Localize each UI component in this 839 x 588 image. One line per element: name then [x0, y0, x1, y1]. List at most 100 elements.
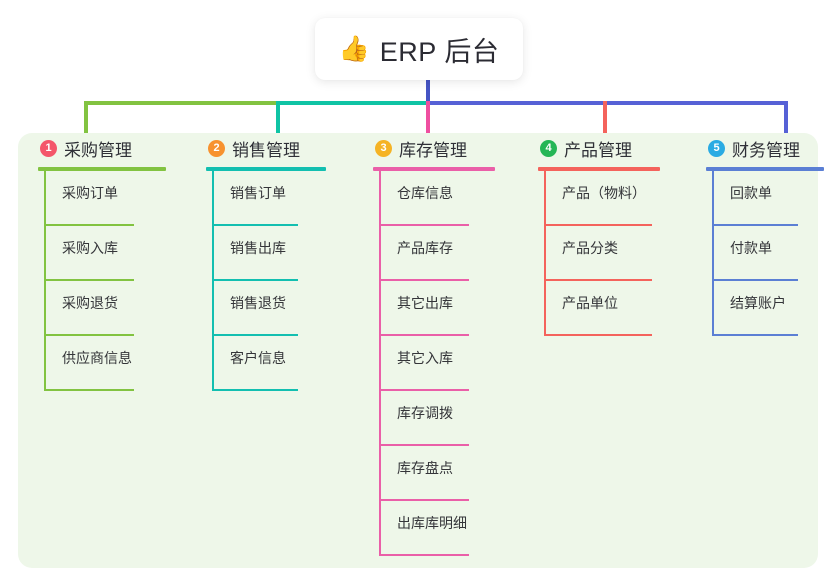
branch-column-2: 2 销售管理销售订单销售出库销售退货客户信息 — [206, 133, 356, 391]
branch-title: 采购管理 — [64, 140, 132, 160]
branch-item[interactable]: 供应商信息 — [38, 336, 188, 391]
branch-items: 采购订单采购入库采购退货供应商信息 — [38, 171, 188, 391]
branch-item-label: 采购订单 — [62, 185, 118, 201]
connector-drop-3 — [426, 101, 430, 133]
branch-item-rule — [544, 334, 652, 336]
branch-number-badge: 5 — [708, 139, 725, 157]
branch-trunk-line — [712, 171, 714, 336]
branch-column-4: 4 产品管理产品（物料） 产品分类产品单位 — [538, 133, 698, 336]
branch-item-label: 产品（物料） — [562, 185, 646, 201]
branch-item-label: 库存调拨 — [397, 405, 453, 421]
connector-drop-4 — [603, 101, 607, 133]
branch-item-rule — [379, 224, 469, 226]
branch-column-1: 1 采购管理采购订单采购入库采购退货供应商信息 — [38, 133, 188, 391]
branch-number-badge: 3 — [375, 139, 392, 157]
branch-item[interactable]: 采购入库 — [38, 226, 188, 281]
branch-title: 库存管理 — [399, 140, 467, 160]
branch-item-rule — [212, 279, 298, 281]
branch-item-rule — [212, 389, 298, 391]
connector-drop-1 — [84, 101, 88, 133]
branch-item-rule — [379, 279, 469, 281]
branch-number-badge: 1 — [40, 139, 57, 157]
branch-item-rule — [212, 224, 298, 226]
branch-item[interactable]: 产品库存 — [373, 226, 538, 281]
connector-drop-5 — [784, 101, 788, 133]
branch-title: 产品管理 — [564, 140, 632, 160]
branch-item-rule — [379, 499, 469, 501]
branch-trunk-line — [379, 171, 381, 556]
branch-number-badge: 2 — [208, 139, 225, 157]
connector-bar-green — [84, 101, 278, 105]
branch-item[interactable]: 付款单 — [706, 226, 839, 281]
branch-header-rule — [373, 167, 495, 171]
branch-item[interactable]: 出库库明细 — [373, 501, 538, 556]
branch-item[interactable]: 客户信息 — [206, 336, 356, 391]
connector-bar-blue — [426, 101, 788, 105]
branch-item-rule — [212, 334, 298, 336]
branch-items: 回款单付款单结算账户 — [706, 171, 839, 336]
branch-item-label: 采购入库 — [62, 240, 118, 256]
branch-item[interactable]: 销售退货 — [206, 281, 356, 336]
root-node-card[interactable]: 👍 ERP 后台 — [315, 18, 523, 80]
branch-item[interactable]: 库存盘点 — [373, 446, 538, 501]
branch-item-rule — [379, 554, 469, 556]
branch-title: 财务管理 — [732, 140, 800, 160]
branch-item-label: 库存盘点 — [397, 460, 453, 476]
branch-item-label: 回款单 — [730, 185, 772, 201]
branch-header-1[interactable]: 1 采购管理 — [38, 133, 188, 163]
branch-item[interactable]: 回款单 — [706, 171, 839, 226]
branch-item-label: 产品分类 — [562, 240, 618, 256]
branch-item-label: 付款单 — [730, 240, 772, 256]
branch-item-label: 客户信息 — [230, 350, 286, 366]
branch-item[interactable]: 采购退货 — [38, 281, 188, 336]
branch-item-label: 销售退货 — [230, 295, 286, 311]
branch-item[interactable]: 结算账户 — [706, 281, 839, 336]
branch-item[interactable]: 其它入库 — [373, 336, 538, 391]
branch-item-label: 产品单位 — [562, 295, 618, 311]
branch-item[interactable]: 产品（物料） — [538, 171, 698, 226]
branch-item-label: 出库库明细 — [397, 515, 467, 531]
branch-item-rule — [44, 389, 134, 391]
branch-items: 仓库信息产品库存其它出库其它入库库存调拨库存盘点出库库明细 — [373, 171, 538, 556]
branch-item[interactable]: 采购订单 — [38, 171, 188, 226]
branch-item-rule — [44, 224, 134, 226]
thumbs-up-icon: 👍 — [338, 34, 370, 63]
branch-item[interactable]: 销售订单 — [206, 171, 356, 226]
branch-item-rule — [44, 279, 134, 281]
branch-item[interactable]: 库存调拨 — [373, 391, 538, 446]
branch-number-badge: 4 — [540, 139, 557, 157]
branch-items: 产品（物料） 产品分类产品单位 — [538, 171, 698, 336]
branch-item-label: 仓库信息 — [397, 185, 453, 201]
branch-header-4[interactable]: 4 产品管理 — [538, 133, 698, 163]
branch-item-rule — [44, 334, 134, 336]
branch-item-rule — [379, 334, 469, 336]
branch-header-3[interactable]: 3 库存管理 — [373, 133, 538, 163]
branch-trunk-line — [212, 171, 214, 391]
branch-item-label: 结算账户 — [730, 295, 786, 311]
branch-item-label: 其它出库 — [397, 295, 453, 311]
branch-column-5: 5 财务管理回款单付款单结算账户 — [706, 133, 839, 336]
branch-item-label: 销售出库 — [230, 240, 286, 256]
branch-header-rule — [538, 167, 660, 171]
branch-header-rule — [206, 167, 326, 171]
branches-panel: 1 采购管理采购订单采购入库采购退货供应商信息 2 销售管理销售订单销售出库销售退货客… — [18, 133, 824, 568]
branch-header-rule — [38, 167, 166, 171]
branch-item-label: 其它入库 — [397, 350, 453, 366]
branch-item-rule — [544, 224, 652, 226]
branch-title: 销售管理 — [232, 140, 300, 160]
branch-header-2[interactable]: 2 销售管理 — [206, 133, 356, 163]
branch-item[interactable]: 销售出库 — [206, 226, 356, 281]
branch-item-rule — [379, 389, 469, 391]
branch-item[interactable]: 仓库信息 — [373, 171, 538, 226]
branch-item[interactable]: 产品分类 — [538, 226, 698, 281]
branch-trunk-line — [44, 171, 46, 391]
branch-item[interactable]: 其它出库 — [373, 281, 538, 336]
branch-item-rule — [544, 279, 652, 281]
branch-header-5[interactable]: 5 财务管理 — [706, 133, 839, 163]
branch-item-rule — [379, 444, 469, 446]
branch-item[interactable]: 产品单位 — [538, 281, 698, 336]
connector-drop-2 — [276, 101, 280, 133]
branch-item-label: 产品库存 — [397, 240, 453, 256]
branch-header-rule — [706, 167, 824, 171]
